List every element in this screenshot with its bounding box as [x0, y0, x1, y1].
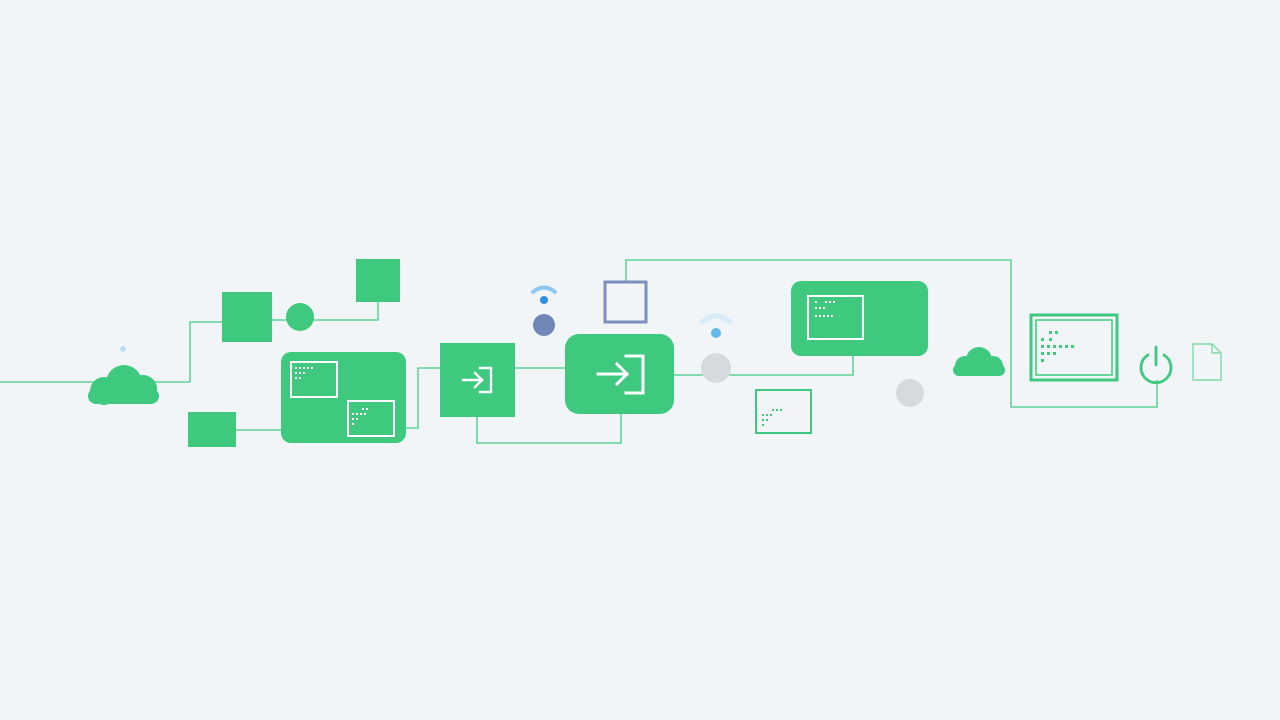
login-node-main — [565, 334, 674, 414]
document-icon — [1192, 343, 1222, 381]
terminal-window-icon — [807, 295, 864, 340]
terminal-window-icon — [755, 389, 812, 434]
wifi-signal-icon — [531, 285, 557, 304]
login-node — [440, 343, 515, 417]
cloud-icon — [953, 347, 1005, 376]
sparkle-dot — [120, 346, 126, 352]
terminal-window-icon — [347, 400, 395, 437]
login-arrow-icon — [596, 354, 645, 395]
line-cloud-up — [189, 321, 222, 382]
status-dot-slate — [533, 314, 555, 336]
line-cluster-login — [405, 367, 440, 429]
wifi-signal-icon — [699, 313, 733, 338]
power-icon — [1139, 345, 1173, 385]
status-dot-gray — [701, 353, 731, 383]
terminal-window-icon — [1029, 313, 1119, 382]
terminal-window-icon — [290, 361, 338, 398]
terminal-cluster — [281, 352, 406, 443]
node-circle — [286, 303, 314, 331]
line-circle-square — [312, 302, 379, 321]
connector-lines — [0, 259, 1158, 444]
status-dot-gray — [896, 379, 924, 407]
frame-outline — [603, 280, 648, 324]
cloud-icon — [88, 365, 159, 405]
login-arrow-icon — [461, 366, 493, 394]
node-small-rect — [188, 412, 236, 447]
line-main-right — [674, 356, 854, 376]
node-square — [222, 292, 272, 342]
node-square-top — [356, 259, 400, 302]
line-top-loop — [625, 259, 1158, 408]
terminal-node — [791, 281, 928, 356]
line-login-bottom — [476, 413, 622, 444]
